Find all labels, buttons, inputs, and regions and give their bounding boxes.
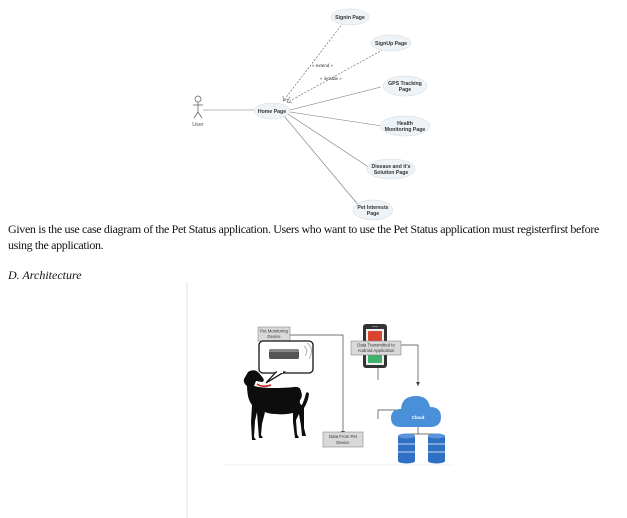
device-speech-bubble	[258, 340, 314, 384]
svg-text:Data Transmitted to: Data Transmitted to	[357, 343, 395, 348]
svg-text:Page: Page	[367, 211, 380, 217]
svg-text:Device: Device	[267, 334, 281, 339]
extend-label: « extend »	[312, 63, 334, 68]
svg-text:Data From Pet: Data From Pet	[329, 434, 358, 439]
svg-text:Health: Health	[397, 121, 413, 127]
svg-text:Home Page: Home Page	[258, 109, 286, 115]
use-case-signin: Signin Page	[330, 8, 370, 26]
use-case-home: Home Page	[253, 102, 291, 120]
svg-text:Pet Monitoring: Pet Monitoring	[260, 329, 288, 334]
svg-text:SignUp Page: SignUp Page	[375, 41, 407, 47]
cloud-label: Cloud	[412, 415, 425, 420]
transmitted-label: Data Transmitted to Android Application	[350, 340, 402, 356]
database-icon-left	[398, 433, 415, 464]
cloud-icon: Cloud	[391, 396, 441, 427]
svg-text:Signin Page: Signin Page	[335, 15, 365, 21]
dependency-lines	[283, 22, 387, 103]
use-case-signup: SignUp Page	[370, 34, 412, 52]
use-case-gps: GPS Tracking Page	[382, 75, 428, 97]
figure-caption: Given is the use case diagram of the Pet…	[8, 222, 599, 252]
svg-text:Monitoring Page: Monitoring Page	[385, 127, 426, 133]
pet-tracker-icon	[269, 351, 299, 359]
svg-text:Pet Interests: Pet Interests	[357, 205, 388, 211]
association-lines	[203, 86, 383, 208]
actor-label: User	[192, 122, 204, 128]
data-from-device-label: Data From Pet Device	[322, 431, 364, 448]
svg-text:Solution Page: Solution Page	[374, 170, 409, 176]
use-case-disease: Disease and it's Solution Page	[366, 158, 416, 180]
svg-text:Disease and it's: Disease and it's	[371, 164, 410, 170]
use-case-diagram: User « extend » « include » Home Page Si…	[192, 8, 431, 221]
svg-text:Android Application: Android Application	[358, 348, 395, 353]
collar-icon	[256, 383, 272, 388]
architecture-diagram: Pet Monitoring Device Data Transmitted t…	[186, 282, 454, 518]
monitoring-device-label: Pet Monitoring Device	[257, 326, 291, 342]
use-case-pet-interests: Pet Interests Page	[352, 199, 394, 221]
use-case-health: Health Monitoring Page	[379, 115, 431, 137]
dog-icon	[243, 370, 309, 440]
include-label: « include »	[320, 76, 342, 81]
section-heading: D. Architecture	[8, 268, 82, 282]
svg-text:GPS Tracking: GPS Tracking	[388, 81, 422, 87]
svg-text:Device: Device	[336, 440, 350, 445]
user-actor: User	[192, 95, 204, 128]
svg-text:Page: Page	[399, 87, 412, 93]
wifi-signal-icon	[303, 342, 312, 360]
database-icon-right	[428, 433, 445, 464]
